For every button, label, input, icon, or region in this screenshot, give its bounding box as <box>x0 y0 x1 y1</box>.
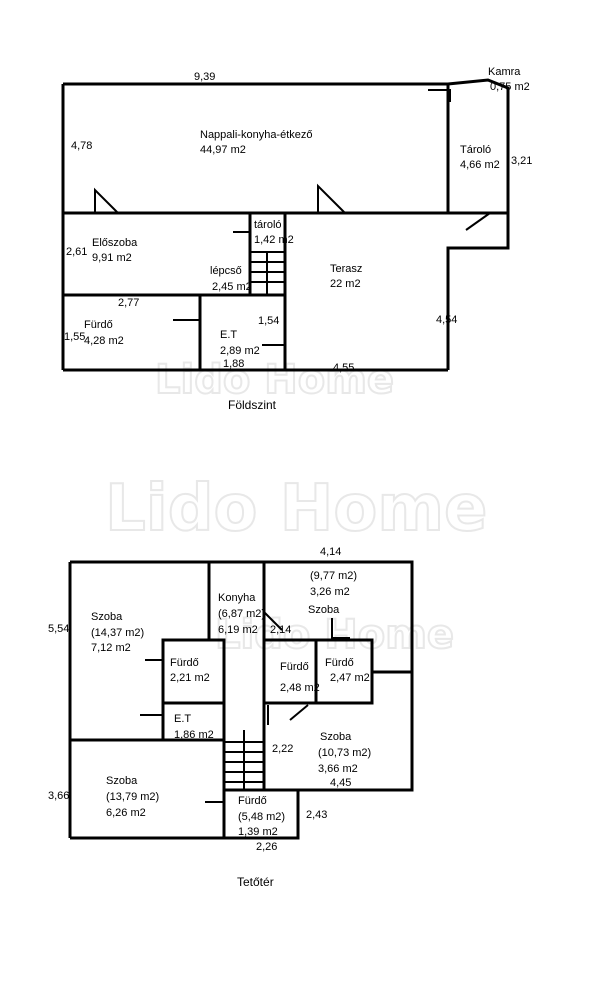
door-storage <box>465 212 491 231</box>
attic-dim-left-upper: 5,54 <box>48 623 69 635</box>
attic-dim-room3-bottom: 4,45 <box>330 777 351 789</box>
dim-hall-left: 2,61 <box>66 246 87 258</box>
room3-area-total: (10,73 m2) <box>318 747 371 759</box>
attic-dim-bath4-bottom: 2,26 <box>256 841 277 853</box>
kitchen-name: Konyha <box>218 592 256 604</box>
attic-bath4-area-total: (5,48 m2) <box>238 811 285 823</box>
storage-area: 4,66 m2 <box>460 159 500 171</box>
ground-floor-plan <box>61 78 510 372</box>
dim-top: 9,39 <box>194 71 215 83</box>
door-bath <box>173 319 201 345</box>
attic-bath3-name: Fürdő <box>325 657 354 669</box>
attic-wc-name: E.T <box>174 713 191 725</box>
hall-area: 9,91 m2 <box>92 252 132 264</box>
dim-left-upper: 4,78 <box>71 140 92 152</box>
room4-name: Szoba <box>106 775 138 787</box>
small-storage-area: 1,42 m2 <box>254 234 294 246</box>
attic-stairs <box>224 730 264 790</box>
dim-terrace-bottom: 4,55 <box>333 362 354 374</box>
stairs-area: 2,45 m2 <box>212 281 252 293</box>
door-bath1 <box>145 659 164 678</box>
attic-dim-kitchen-right: 2,14 <box>270 624 291 636</box>
attic-outer-top <box>70 560 414 674</box>
ground-floor-title: Földszint <box>228 398 277 412</box>
kitchen-area: 6,19 m2 <box>218 624 258 636</box>
watermark-center: Lido Home <box>105 472 487 546</box>
attic-bath1-name: Fürdő <box>170 657 199 669</box>
attic-dim-top: 4,14 <box>320 546 341 558</box>
dim-bath-top: 2,77 <box>118 297 139 309</box>
terrace-name: Terasz <box>330 263 362 275</box>
attic-bath3-area: 2,47 m2 <box>330 672 370 684</box>
room2-area-total: (9,77 m2) <box>310 570 357 582</box>
hall-name: Előszoba <box>92 237 138 249</box>
room1-area: 7,12 m2 <box>91 642 131 654</box>
watermark-ground: Lido Home <box>155 357 394 403</box>
living-area: 44,97 m2 <box>200 144 246 156</box>
wc-name: E.T <box>220 329 237 341</box>
room1-name: Szoba <box>91 611 123 623</box>
pantry-name: Kamra <box>488 66 521 78</box>
attic-dim-left-lower: 3,66 <box>48 790 69 802</box>
attic-bath1-area: 2,21 m2 <box>170 672 210 684</box>
door-small-storage <box>233 231 251 250</box>
wc-area: 2,89 m2 <box>220 345 260 357</box>
door-living-terrace <box>317 183 346 214</box>
room2-area: 3,26 m2 <box>310 586 350 598</box>
small-storage-name: tároló <box>254 219 282 231</box>
room4-area: 6,26 m2 <box>106 807 146 819</box>
dim-terrace-right: 4,54 <box>436 314 457 326</box>
attic-wc-area: 1,86 m2 <box>174 729 214 741</box>
attic-bath2-name: Fürdő <box>280 661 309 673</box>
terrace-right-wall <box>446 213 510 370</box>
watermark-attic: Lido Home <box>215 612 454 658</box>
kitchen-area-total: (6,87 m2) <box>218 608 265 620</box>
attic-bath4-area: 1,39 m2 <box>238 826 278 838</box>
living-name: Nappali-konyha-étkező <box>200 129 313 141</box>
dim-wc-right: 1,54 <box>258 315 279 327</box>
room2-name: Szoba <box>308 604 340 616</box>
attic-bath3-box <box>314 638 374 705</box>
door-bath4 <box>205 801 225 822</box>
door-wc <box>140 714 164 735</box>
ground-stairs <box>250 251 285 295</box>
door-bath2 <box>289 704 309 721</box>
attic-bath4-name: Fürdő <box>238 795 267 807</box>
storage-name: Tároló <box>460 144 491 156</box>
room1-area-total: (14,37 m2) <box>91 627 144 639</box>
attic-plan <box>68 560 414 840</box>
pantry-area: 0,75 m2 <box>490 81 530 93</box>
ground-outer-wall <box>63 78 510 215</box>
door-pantry <box>428 89 451 102</box>
attic-bath2-area: 2,48 m2 <box>280 682 320 694</box>
door-wc <box>262 344 286 365</box>
dim-bath-left: 1,55 <box>64 331 85 343</box>
bath-name: Fürdő <box>84 319 113 331</box>
attic-title: Tetőtér <box>237 875 274 889</box>
stairs-name: lépcső <box>210 265 242 277</box>
terrace-area: 22 m2 <box>330 278 361 290</box>
attic-dim-bath4-right: 2,43 <box>306 809 327 821</box>
room4-area-total: (13,79 m2) <box>106 791 159 803</box>
dim-wc-bottom: 1,88 <box>223 358 244 370</box>
room3-area: 3,66 m2 <box>318 763 358 775</box>
door-living-hall <box>94 187 119 214</box>
attic-dim-stair-right: 2,22 <box>272 743 293 755</box>
door-kitchen <box>263 611 283 631</box>
bath-area: 4,28 m2 <box>84 335 124 347</box>
door-room2 <box>331 618 350 639</box>
dim-storage-right: 3,21 <box>511 155 532 167</box>
room3-name: Szoba <box>320 731 352 743</box>
